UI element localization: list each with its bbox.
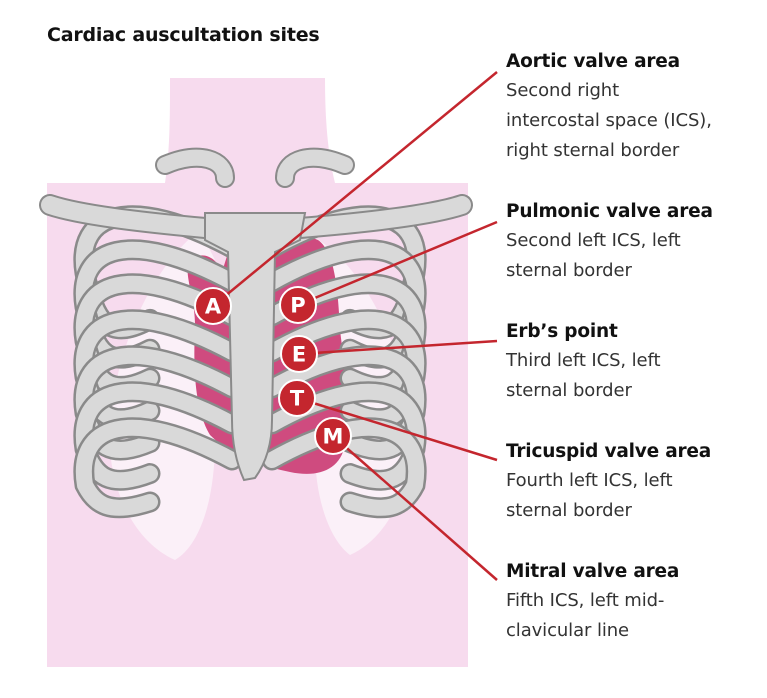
marker-mitral: M xyxy=(314,417,352,455)
site-name: Pulmonic valve area xyxy=(506,201,713,222)
marker-letter: T xyxy=(290,387,305,411)
leader-line-mitral xyxy=(332,435,498,581)
marker-circle xyxy=(280,335,318,373)
marker-circle xyxy=(278,379,316,417)
rib xyxy=(75,311,240,427)
site-description: Second right intercostal space (ICS), ri… xyxy=(506,80,712,161)
clavicles xyxy=(39,194,473,239)
site-description: Third left ICS, left sternal border xyxy=(506,350,661,401)
marker-letter: P xyxy=(290,294,305,318)
site-description: Second left ICS, left sternal border xyxy=(506,230,681,281)
diagram-title: Cardiac auscultation sites xyxy=(47,24,320,46)
leader-line-erb xyxy=(298,339,498,356)
leader-line-tricuspid xyxy=(296,396,498,462)
marker-letter: M xyxy=(323,425,344,449)
site-name: Erb’s point xyxy=(506,321,618,342)
rib xyxy=(75,419,240,516)
rib xyxy=(264,311,425,427)
rib xyxy=(264,347,425,458)
marker-letter: E xyxy=(292,343,306,367)
rib xyxy=(75,383,240,489)
marker-circle xyxy=(194,287,232,325)
rib-cage xyxy=(73,205,427,519)
leader-lines xyxy=(212,71,498,581)
sternum xyxy=(204,212,307,482)
leader-line-aortic xyxy=(212,71,498,307)
leader-line-pulmonic xyxy=(297,220,498,307)
marker-circle xyxy=(279,286,317,324)
site-name: Aortic valve area xyxy=(506,51,680,72)
upper-ribs xyxy=(155,147,355,188)
rib xyxy=(264,383,425,489)
site-name: Tricuspid valve area xyxy=(506,441,712,462)
site-description: Fifth ICS, left mid- clavicular line xyxy=(506,590,665,641)
marker-tricuspid: T xyxy=(278,379,316,417)
marker-circle xyxy=(314,417,352,455)
site-name: Mitral valve area xyxy=(506,561,680,582)
marker-letter: A xyxy=(205,295,222,319)
marker-erb: E xyxy=(280,335,318,373)
marker-aortic: A xyxy=(194,287,232,325)
site-markers: A P ETM xyxy=(194,286,352,455)
rib xyxy=(75,347,240,458)
site-description: Fourth left ICS, left sternal border xyxy=(506,470,673,521)
marker-pulmonic: P xyxy=(279,286,317,324)
